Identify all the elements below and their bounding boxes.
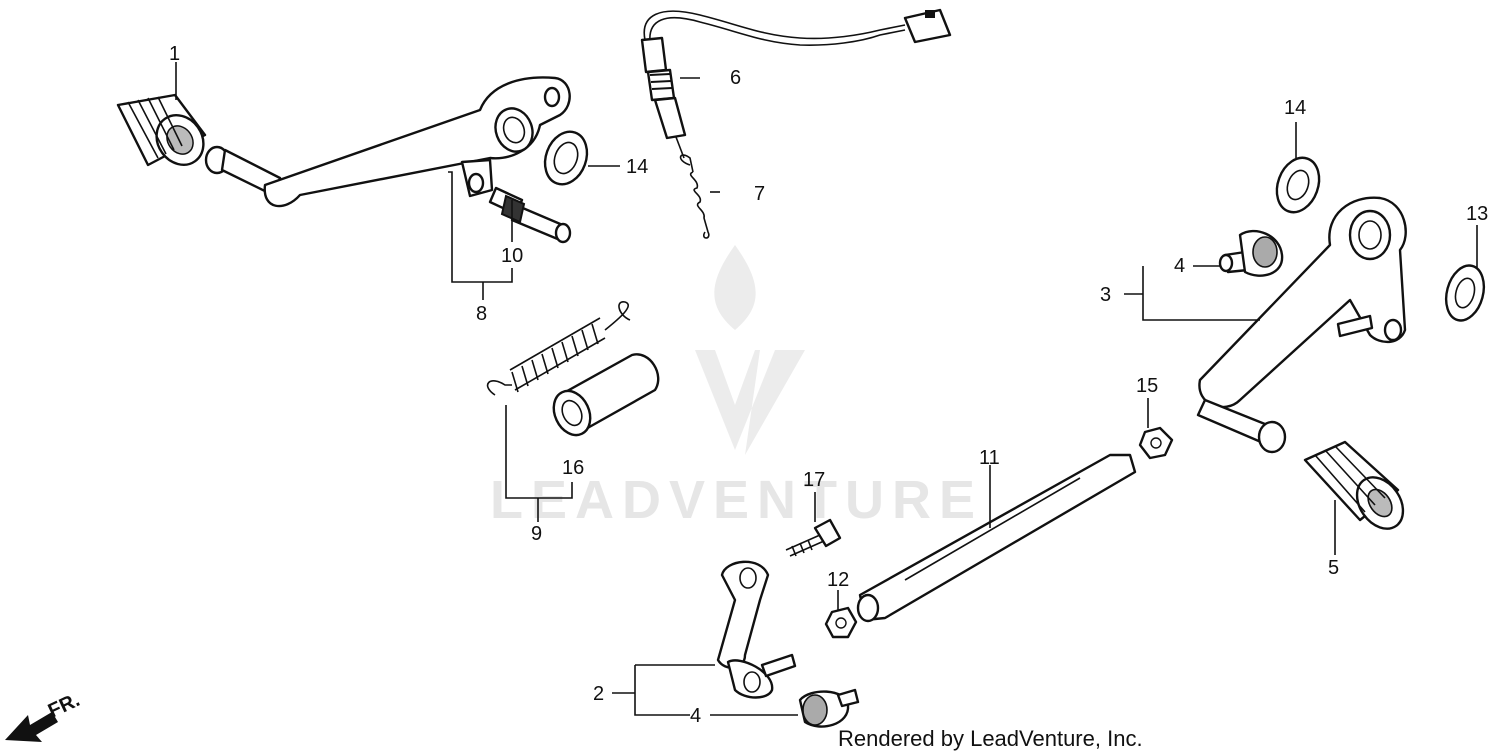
watermark-flame-icon — [714, 245, 756, 330]
callout-2: 2 — [593, 683, 604, 705]
part-16-collar — [552, 353, 660, 437]
part-4-joint-upper — [1218, 229, 1284, 277]
callout-labels: 1 2 3 4 4 5 6 7 8 9 10 11 12 13 14 14 15… — [169, 43, 1488, 727]
callout-3: 3 — [1100, 284, 1111, 306]
arrow-icon — [5, 712, 58, 742]
callout-9: 9 — [531, 523, 542, 545]
callout-5: 5 — [1328, 557, 1339, 579]
part-10-pivot-bolt — [488, 186, 572, 244]
part-1-pedal-rubber — [116, 93, 207, 167]
part-11-tie-rod — [856, 453, 1137, 623]
gearshift-pedal-arm — [1196, 196, 1407, 454]
part-4-joint-lower — [798, 688, 860, 728]
part-6-brake-switch — [640, 8, 952, 159]
render-credit: Rendered by LeadVenture, Inc. — [838, 726, 1143, 751]
part-13-washer — [1444, 264, 1486, 322]
watermark: LEADVENTURE — [490, 245, 983, 530]
callout-11: 11 — [979, 447, 1000, 469]
callout-10: 10 — [501, 245, 523, 267]
callout-14-left: 14 — [626, 156, 648, 178]
brake-pedal-arm — [204, 76, 571, 208]
callout-7: 7 — [754, 183, 765, 205]
callout-15: 15 — [1136, 375, 1158, 397]
part-7-switch-spring — [679, 154, 710, 239]
part-5-shift-rubber — [1303, 440, 1405, 530]
watermark-v-icon — [695, 350, 805, 455]
callout-1: 1 — [169, 43, 180, 65]
callout-4-lower: 4 — [690, 705, 701, 727]
callout-12: 12 — [827, 569, 849, 591]
leader-lines — [175, 62, 1478, 716]
callout-4-upper: 4 — [1174, 255, 1185, 277]
callout-16: 16 — [562, 457, 584, 479]
part-9-return-spring — [486, 301, 631, 396]
part-2-shift-arm — [716, 560, 797, 699]
part-14-washer-left — [543, 130, 589, 186]
part-15-nut — [1138, 426, 1174, 460]
watermark-text: LEADVENTURE — [490, 470, 983, 530]
callout-8: 8 — [476, 303, 487, 325]
front-direction-indicator: FR. — [5, 689, 83, 742]
callout-13: 13 — [1466, 203, 1488, 225]
part-17-bolt — [785, 518, 842, 557]
part-14-washer-right — [1275, 156, 1321, 214]
part-12-nut — [824, 606, 858, 639]
callout-17: 17 — [803, 469, 825, 491]
callout-14-right: 14 — [1284, 97, 1306, 119]
callout-6: 6 — [730, 67, 741, 89]
